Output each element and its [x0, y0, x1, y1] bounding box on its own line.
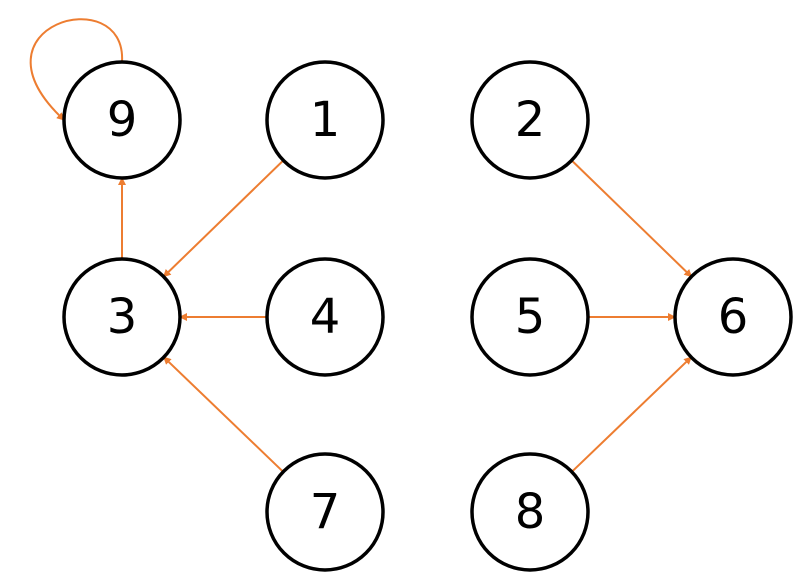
edge-7-to-3 — [163, 356, 284, 473]
node-label-3: 3 — [107, 289, 138, 345]
node-4: 4 — [265, 257, 385, 377]
node-1: 1 — [265, 60, 385, 180]
node-label-4: 4 — [310, 289, 341, 345]
edge-1-to-3 — [162, 159, 285, 278]
node-label-8: 8 — [515, 484, 546, 540]
edge-8-to-6 — [571, 356, 692, 473]
node-circle-8 — [470, 452, 590, 572]
self-loop-edge-9 — [29, 18, 124, 121]
edge-2-to-6 — [570, 159, 693, 278]
node-label-5: 5 — [515, 289, 546, 345]
node-circle-3 — [62, 257, 182, 377]
node-6: 6 — [673, 257, 793, 377]
node-circle-6 — [673, 257, 793, 377]
node-circle-1 — [265, 60, 385, 180]
node-circle-9 — [62, 60, 182, 180]
node-3: 3 — [62, 257, 182, 377]
node-circle-5 — [470, 257, 590, 377]
node-label-6: 6 — [718, 289, 749, 345]
node-circle-4 — [265, 257, 385, 377]
node-label-9: 9 — [107, 92, 138, 148]
nodes-layer: 9 1 2 3 4 5 6 7 8 — [62, 60, 793, 572]
node-circle-7 — [265, 452, 385, 572]
node-2: 2 — [470, 60, 590, 180]
node-7: 7 — [265, 452, 385, 572]
node-9: 9 — [62, 60, 182, 180]
node-5: 5 — [470, 257, 590, 377]
node-label-1: 1 — [310, 92, 341, 148]
node-8: 8 — [470, 452, 590, 572]
node-label-7: 7 — [310, 484, 341, 540]
edges-layer — [29, 18, 693, 473]
node-label-2: 2 — [515, 92, 546, 148]
node-circle-2 — [470, 60, 590, 180]
